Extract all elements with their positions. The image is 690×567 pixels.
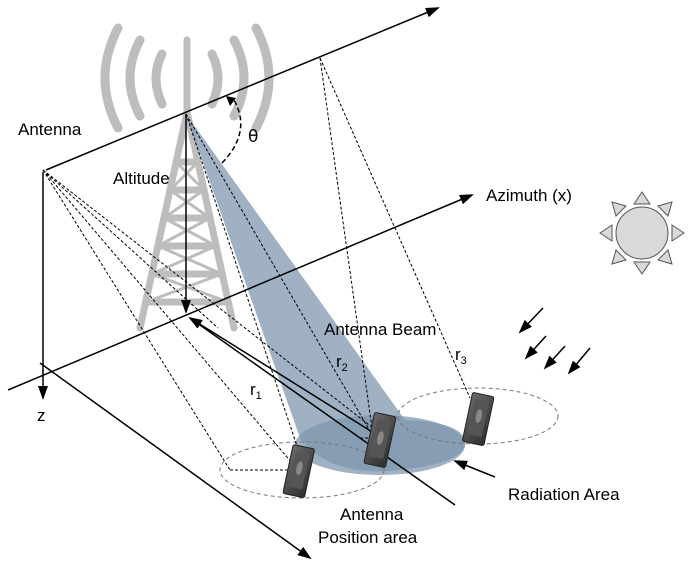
projection-lines: [42, 57, 471, 471]
z-axis-label: z: [37, 406, 46, 425]
theta-angle-arc: [221, 96, 242, 164]
mobile-phone-icon: [282, 444, 315, 499]
position-area-ellipse-3: [397, 387, 559, 445]
radiation-area-label: Radiation Area: [508, 485, 620, 504]
azimuth-label: Azimuth (x): [486, 186, 572, 205]
ground-axis-line: [39, 362, 312, 560]
sun-ray-arrows-icon: [518, 307, 591, 375]
r1-return-line: [188, 316, 386, 441]
position-area-label-line2: Position area: [318, 528, 418, 547]
r1-label: r1: [250, 380, 262, 402]
top-axis-line: [45, 7, 440, 171]
theta-label: θ: [248, 127, 258, 147]
mobile-phone-icon: [363, 412, 397, 468]
sun-icon: [599, 191, 685, 275]
mobile-phone-icon: [462, 392, 495, 446]
altitude-label: Altitude: [113, 169, 170, 188]
r2-label: r2: [336, 352, 348, 374]
position-area-ellipse-1: [219, 441, 385, 499]
radiation-area-pointer: [453, 460, 496, 478]
antenna-label: Antenna: [18, 120, 82, 139]
position-area-label-line1: Antenna: [340, 505, 404, 524]
beam-ground-line: [189, 317, 456, 506]
r3-label: r3: [455, 345, 467, 367]
antenna-beam-label: Antenna Beam: [324, 320, 436, 339]
